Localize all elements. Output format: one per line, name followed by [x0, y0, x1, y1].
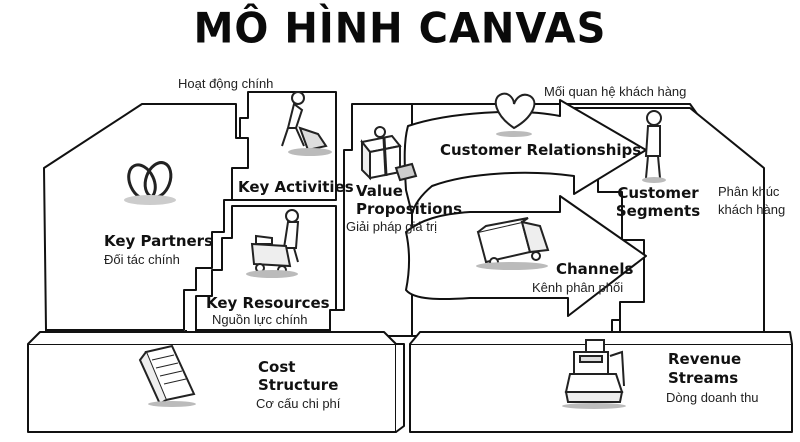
- revenue-streams-sub: Dòng doanh thu: [666, 390, 759, 405]
- cash-register-icon: [562, 339, 626, 409]
- cost-structure-sub: Cơ cấu chi phí: [256, 396, 341, 411]
- revenue-streams-label-line1: Revenue: [668, 350, 742, 368]
- cost-structure-label-line1: Cost: [258, 358, 296, 376]
- forklift-icon: [246, 209, 300, 278]
- key-resources-label: Key Resources: [206, 294, 330, 312]
- key-activities-label: Key Activities: [238, 178, 354, 196]
- customer-relationships-sub: Mối quan hệ khách hàng: [544, 84, 687, 99]
- revenue-streams-label-line2: Streams: [668, 369, 739, 387]
- value-propositions-label-line1: Value: [356, 182, 403, 200]
- gift-icon: [360, 126, 418, 182]
- channels-label: Channels: [556, 260, 634, 278]
- key-activities-sub: Hoạt động chính: [178, 76, 274, 91]
- customer-segments-label-line2: Segments: [615, 202, 701, 220]
- worker-icon: [281, 91, 332, 156]
- value-propositions-sub: Giải pháp giá trị: [346, 219, 438, 234]
- customer-segments-sub-line2: khách hàng: [718, 202, 786, 217]
- channels-sub: Kênh phân phối: [532, 280, 624, 295]
- value-propositions-label-line2: Propositions: [356, 200, 463, 218]
- cost-structure-label-line2: Structure: [258, 376, 339, 394]
- channels-arrow: [405, 195, 647, 317]
- key-activities-block: [231, 91, 337, 201]
- key-partners-sub: Đối tác chính: [104, 252, 180, 267]
- rings-icon: [124, 161, 176, 205]
- document-icon: [138, 344, 196, 407]
- truck-icon: [476, 217, 550, 270]
- cost-structure-block: [27, 331, 405, 433]
- page-title: MÔ HÌNH CANVAS: [193, 4, 607, 54]
- customer-segments-label-line1: Customer: [617, 184, 699, 202]
- key-partners-label: Key Partners: [104, 232, 213, 250]
- heart-icon: [494, 92, 536, 137]
- person-icon: [642, 110, 666, 183]
- key-resources-sub: Nguồn lực chính: [212, 312, 308, 327]
- customer-segments-sub-line1: Phân khúc: [718, 184, 780, 199]
- customer-relationships-label: Customer Relationships: [440, 141, 642, 159]
